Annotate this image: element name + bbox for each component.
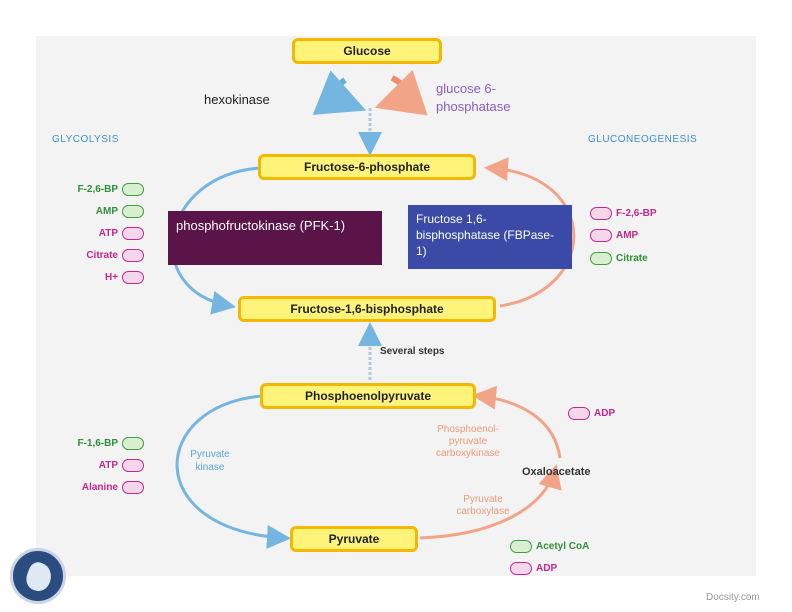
regulator-pk-1: F-1,6-BP	[24, 437, 144, 450]
regulator-label: H+	[104, 272, 118, 283]
glycolysis-arrow-lower	[175, 394, 291, 549]
gluconeogenesis-arrow-upper	[484, 157, 576, 308]
pyruvate-carboxylase-label: Pyruvate carboxylase	[456, 494, 510, 517]
pyruvate-node: Pyruvate	[290, 526, 418, 552]
inhibitor-marker	[510, 562, 532, 575]
inhibitor-marker	[590, 207, 612, 220]
regulator-pfk-5: H+	[24, 271, 144, 284]
regulator-label: Citrate	[616, 253, 648, 264]
inhibitor-marker	[122, 481, 144, 494]
regulator-pfk-1: F-2,6-BP	[24, 183, 144, 196]
gluconeogenesis-arrow-lower-1	[419, 464, 562, 540]
regulator-label: Acetyl CoA	[536, 541, 590, 552]
pyruvate-kinase-label: Pyruvate kinase	[190, 449, 230, 473]
regulator-label: Alanine	[81, 482, 118, 493]
hexokinase-label: hexokinase	[204, 92, 270, 107]
glucose-6-phosphatase-label: glucose 6-phosphatase	[436, 81, 511, 114]
regulator-pepck-1: ADP	[568, 407, 615, 420]
regulator-fbpase-1: F-2,6-BP	[590, 207, 657, 220]
phosphofructokinase-box: phosphofructokinase (PFK-1)	[168, 211, 382, 265]
regulator-pc-1: Acetyl CoA	[510, 540, 589, 553]
regulator-label: F-2,6-BP	[616, 208, 657, 219]
oxaloacetate-label: Oxaloacetate	[522, 466, 591, 478]
regulator-pfk-4: Citrate	[24, 249, 144, 262]
several-steps-label: Several steps	[380, 346, 445, 357]
inhibitor-marker	[122, 227, 144, 240]
activator-marker	[590, 252, 612, 265]
watermark: Docsity.com	[706, 592, 760, 603]
regulator-label: ADP	[594, 408, 616, 419]
inhibitor-marker	[122, 459, 144, 472]
activator-marker	[122, 183, 144, 196]
g6pase-arrow	[374, 69, 428, 116]
regulator-label: ATP	[98, 460, 118, 471]
inhibitor-marker	[568, 407, 590, 420]
gluconeogenesis-arrow-lower-2	[472, 385, 562, 459]
regulator-label: Citrate	[86, 250, 118, 261]
activator-marker	[510, 540, 532, 553]
fbpase-box: Fructose 1,6-bisphosphatase (FBPase-1)	[408, 205, 572, 269]
regulator-pfk-3: ATP	[24, 227, 144, 240]
regulator-label: ATP	[98, 228, 118, 239]
university-seal-logo	[10, 548, 66, 604]
activator-marker	[122, 205, 144, 218]
regulator-label: F-2,6-BP	[77, 184, 118, 195]
regulator-fbpase-2: AMP	[590, 229, 638, 242]
gluconeogenesis-heading: GLUCONEOGENESIS	[588, 134, 698, 145]
regulator-label: F-1,6-BP	[77, 438, 118, 449]
inhibitor-marker	[122, 271, 144, 284]
inhibitor-marker	[122, 249, 144, 262]
regulator-label: AMP	[95, 206, 118, 217]
regulator-label: ADP	[536, 563, 558, 574]
fructose-1-6-bisphosphate-node: Fructose-1,6-bisphosphate	[238, 296, 496, 322]
regulator-pc-2: ADP	[510, 562, 557, 575]
glycolysis-heading: GLYCOLYSIS	[52, 134, 119, 145]
regulator-pk-2: ATP	[24, 459, 144, 472]
glucose-node: Glucose	[292, 38, 442, 64]
regulator-fbpase-3: Citrate	[590, 252, 648, 265]
regulator-pk-3: Alanine	[24, 481, 144, 494]
fructose-6-phosphate-node: Fructose-6-phosphate	[258, 154, 476, 180]
activator-marker	[122, 437, 144, 450]
regulator-label: AMP	[616, 230, 639, 241]
regulator-pfk-2: AMP	[24, 205, 144, 218]
hexokinase-arrow	[312, 70, 367, 115]
inhibitor-marker	[590, 229, 612, 242]
phosphoenolpyruvate-node: Phosphoenolpyruvate	[260, 383, 476, 409]
pepck-label: Phosphoenol-pyruvate carboxykinase	[436, 424, 500, 459]
